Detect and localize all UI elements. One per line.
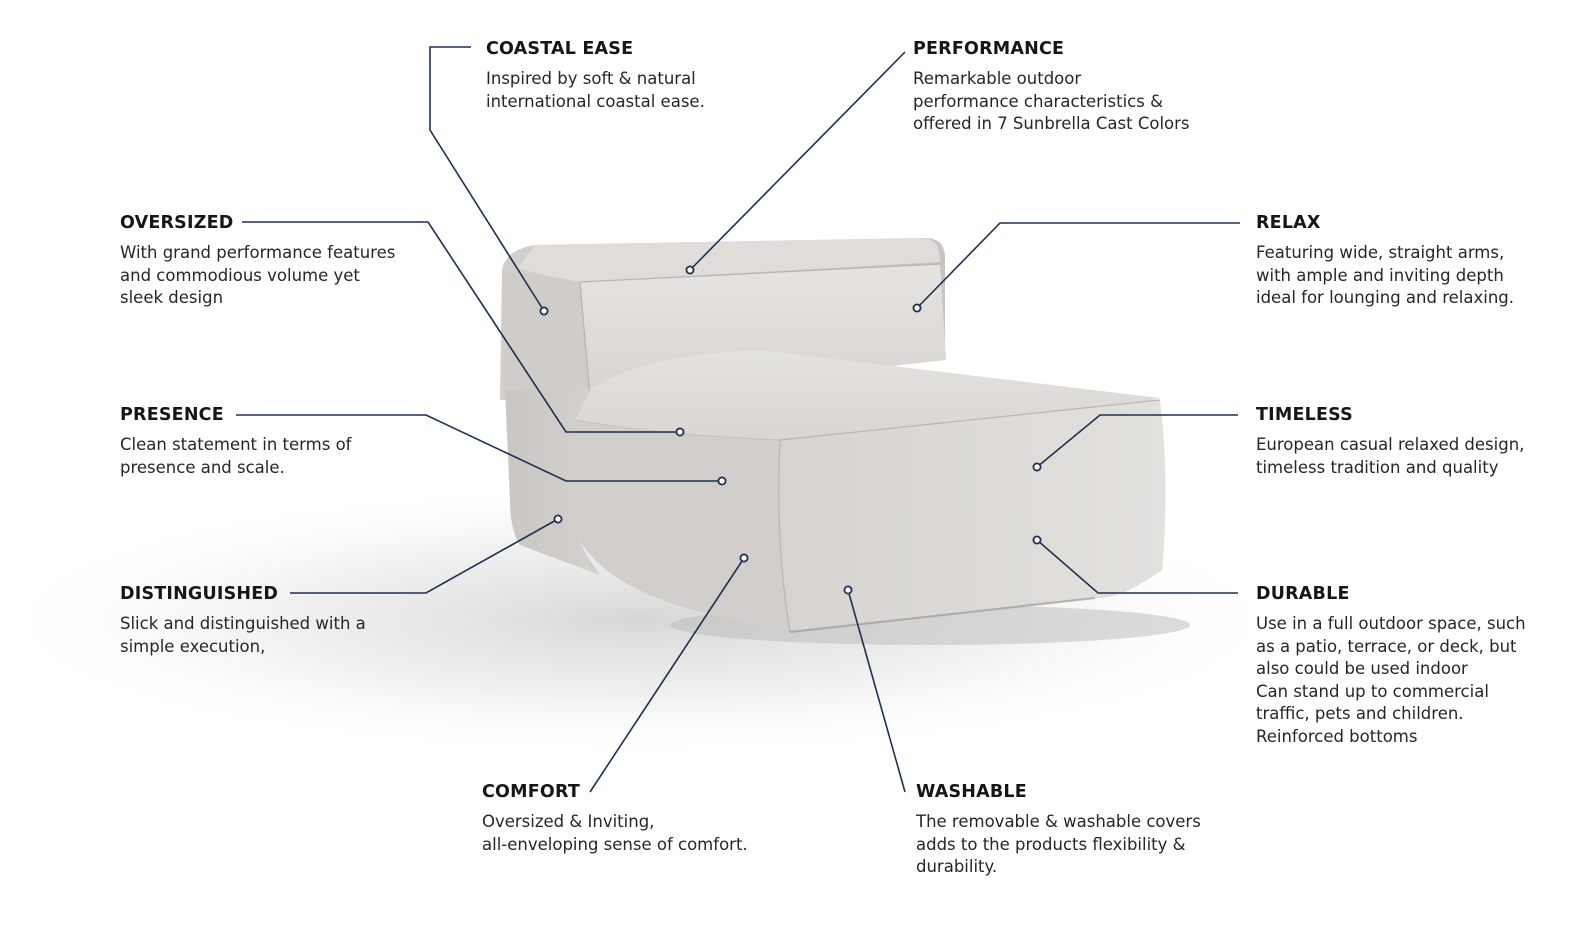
feature-description: Slick and distinguished with a simple ex…: [120, 614, 366, 656]
callout-point-coastal-ease: [539, 306, 549, 316]
callout-point-timeless: [1032, 462, 1042, 472]
leader-lines: [236, 46, 1240, 793]
callout-point-relax: [912, 303, 922, 313]
feature-description: Remarkable outdoor performance character…: [913, 69, 1190, 133]
feature-title: DISTINGUISHED: [120, 584, 279, 604]
feature-distinguished: DISTINGUISHED Slick and distinguished wi…: [120, 583, 420, 658]
feature-title: RELAX: [1256, 213, 1321, 233]
feature-description: European casual relaxed design, timeless…: [1256, 435, 1525, 477]
feature-title: PERFORMANCE: [913, 39, 1065, 59]
feature-title: COMFORT: [482, 782, 580, 802]
leader-line-distinguished: [290, 518, 559, 594]
feature-description: Use in a full outdoor space, such as a p…: [1256, 614, 1526, 746]
callout-point-performance: [685, 265, 695, 275]
leader-line-relax: [916, 222, 1240, 309]
leader-line-comfort: [589, 557, 745, 793]
feature-title: TIMELESS: [1256, 405, 1353, 425]
feature-title: COASTAL EASE: [486, 39, 634, 59]
leader-line-oversized: [242, 221, 680, 433]
feature-description: With grand performance features and comm…: [120, 243, 396, 307]
callout-point-comfort: [739, 553, 749, 563]
feature-durable: DURABLE Use in a full outdoor space, suc…: [1256, 583, 1572, 748]
feature-relax: RELAX Featuring wide, straight arms, wit…: [1256, 212, 1566, 310]
callout-point-distinguished: [553, 514, 563, 524]
feature-title: DURABLE: [1256, 584, 1350, 604]
leader-line-coastal-ease: [429, 46, 545, 312]
feature-washable: WASHABLE The removable & washable covers…: [916, 781, 1246, 879]
leader-line-presence: [236, 414, 722, 482]
feature-performance: PERFORMANCE Remarkable outdoor performan…: [913, 38, 1253, 136]
feature-description: The removable & washable covers adds to …: [916, 812, 1201, 876]
leader-line-performance: [689, 51, 906, 271]
feature-title: WASHABLE: [916, 782, 1027, 802]
callout-point-washable: [843, 585, 853, 595]
leader-line-timeless: [1036, 414, 1238, 468]
feature-description: Featuring wide, straight arms, with ampl…: [1256, 243, 1514, 307]
chair-seat: [505, 350, 1166, 633]
callout-point-oversized: [675, 427, 685, 437]
callout-point-durable: [1032, 535, 1042, 545]
feature-oversized: OVERSIZED With grand performance feature…: [120, 212, 450, 310]
feature-presence: PRESENCE Clean statement in terms of pre…: [120, 404, 420, 479]
feature-description: Clean statement in terms of presence and…: [120, 435, 352, 477]
feature-title: OVERSIZED: [120, 213, 234, 233]
leader-line-durable: [1036, 539, 1238, 594]
feature-timeless: TIMELESS European casual relaxed design,…: [1256, 404, 1572, 479]
leader-line-washable: [847, 589, 906, 793]
feature-description: Oversized & Inviting, all-enveloping sen…: [482, 812, 748, 854]
feature-coastal-ease: COASTAL EASE Inspired by soft & natural …: [486, 38, 816, 113]
callout-point-presence: [717, 476, 727, 486]
callout-points: [539, 265, 1042, 595]
feature-comfort: COMFORT Oversized & Inviting, all-envelo…: [482, 781, 802, 856]
feature-description: Inspired by soft & natural international…: [486, 69, 705, 111]
feature-title: PRESENCE: [120, 405, 224, 425]
